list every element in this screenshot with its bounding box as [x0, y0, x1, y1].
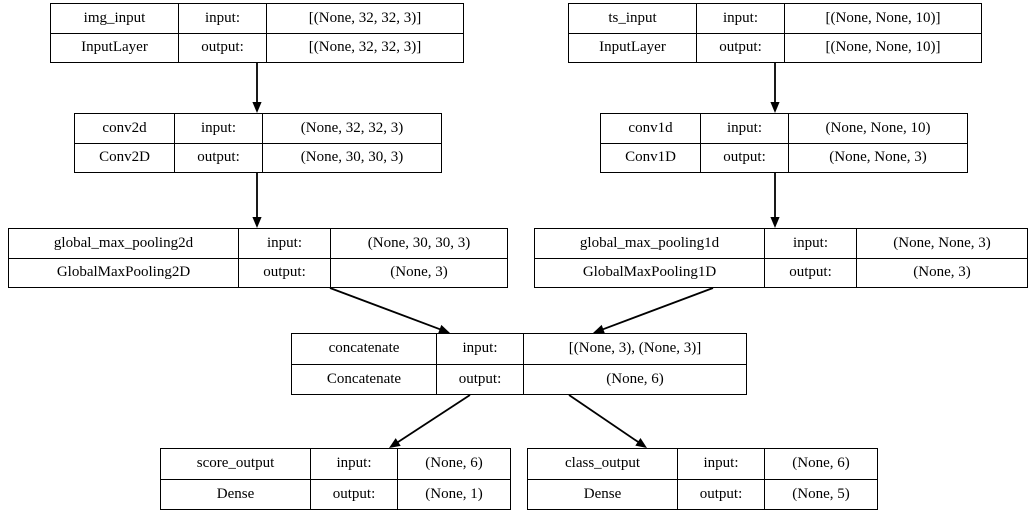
input-shape-score_output: (None, 6) — [425, 455, 483, 472]
output-shape-global_max_pooling2d: (None, 3) — [390, 264, 448, 281]
input-label-ts_input: input: — [697, 4, 785, 33]
input-shape-img_input: [(None, 32, 32, 3)] — [308, 9, 422, 26]
layer-class-conv2d: Conv2D — [75, 143, 175, 172]
edge-global_max_pooling1d-to-concatenate — [601, 287, 714, 331]
arrowhead-concatenate-to-class_output — [635, 438, 647, 448]
layer-name-ts_input: ts_input — [569, 4, 697, 33]
input-shape-class_output: (None, 6) — [792, 455, 850, 472]
layer-class-concatenate: Concatenate — [292, 364, 437, 394]
layer-class-conv1d: Conv1D — [601, 143, 701, 172]
input-label-conv2d: input: — [175, 114, 263, 143]
layer-class-global_max_pooling2d: GlobalMaxPooling2D — [9, 258, 239, 287]
layer-class-img_input: InputLayer — [51, 33, 179, 62]
input-label-conv1d: input: — [701, 114, 789, 143]
layer-name-global_max_pooling2d: global_max_pooling2d — [9, 229, 239, 258]
layer-name-concatenate: concatenate — [292, 334, 437, 364]
output-label-conv1d: output: — [701, 143, 789, 172]
output-shape-global_max_pooling1d: (None, 3) — [913, 264, 971, 281]
output-label-score_output: output: — [311, 479, 398, 509]
arrowhead-concatenate-to-score_output — [389, 438, 401, 448]
input-label-score_output: input: — [311, 449, 398, 479]
output-label-class_output: output: — [678, 479, 765, 509]
output-shape-conv1d: (None, None, 3) — [829, 149, 927, 166]
input-label-concatenate: input: — [437, 334, 524, 364]
output-label-concatenate: output: — [437, 364, 524, 394]
input-label-global_max_pooling1d: input: — [765, 229, 857, 258]
layer-class-score_output: Dense — [161, 479, 311, 509]
input-shape-conv2d: (None, 32, 32, 3) — [300, 119, 404, 136]
layer-class-global_max_pooling1d: GlobalMaxPooling1D — [535, 258, 765, 287]
output-label-conv2d: output: — [175, 143, 263, 172]
output-label-global_max_pooling2d: output: — [239, 258, 331, 287]
input-shape-ts_input: [(None, None, 10)] — [825, 9, 941, 26]
arrowhead-ts_input-to-conv1d — [770, 102, 780, 113]
output-label-img_input: output: — [179, 33, 267, 62]
output-label-global_max_pooling1d: output: — [765, 258, 857, 287]
output-shape-img_input: [(None, 32, 32, 3)] — [308, 39, 422, 56]
input-label-class_output: input: — [678, 449, 765, 479]
layer-name-conv1d: conv1d — [601, 114, 701, 143]
input-shape-global_max_pooling1d: (None, None, 3) — [893, 234, 991, 251]
output-shape-score_output: (None, 1) — [425, 485, 483, 502]
input-shape-concatenate: [(None, 3), (None, 3)] — [568, 340, 702, 357]
input-label-global_max_pooling2d: input: — [239, 229, 331, 258]
layer-class-ts_input: InputLayer — [569, 33, 697, 62]
arrowhead-conv2d-to-global_max_pooling2d — [252, 217, 262, 228]
output-shape-conv2d: (None, 30, 30, 3) — [300, 149, 404, 166]
layer-name-img_input: img_input — [51, 4, 179, 33]
input-shape-conv1d: (None, None, 10) — [825, 119, 931, 136]
layer-name-class_output: class_output — [528, 449, 678, 479]
output-label-ts_input: output: — [697, 33, 785, 62]
edge-concatenate-to-class_output — [568, 394, 640, 444]
output-shape-class_output: (None, 5) — [792, 485, 850, 502]
edge-concatenate-to-score_output — [396, 394, 471, 444]
arrowhead-conv1d-to-global_max_pooling1d — [770, 217, 780, 228]
layer-class-class_output: Dense — [528, 479, 678, 509]
input-shape-global_max_pooling2d: (None, 30, 30, 3) — [367, 234, 471, 251]
arrowhead-img_input-to-conv2d — [252, 102, 262, 113]
output-shape-ts_input: [(None, None, 10)] — [825, 39, 941, 56]
output-shape-concatenate: (None, 6) — [606, 370, 664, 387]
layer-name-conv2d: conv2d — [75, 114, 175, 143]
input-label-img_input: input: — [179, 4, 267, 33]
layer-name-score_output: score_output — [161, 449, 311, 479]
layer-name-global_max_pooling1d: global_max_pooling1d — [535, 229, 765, 258]
edge-global_max_pooling2d-to-concatenate — [329, 287, 442, 331]
